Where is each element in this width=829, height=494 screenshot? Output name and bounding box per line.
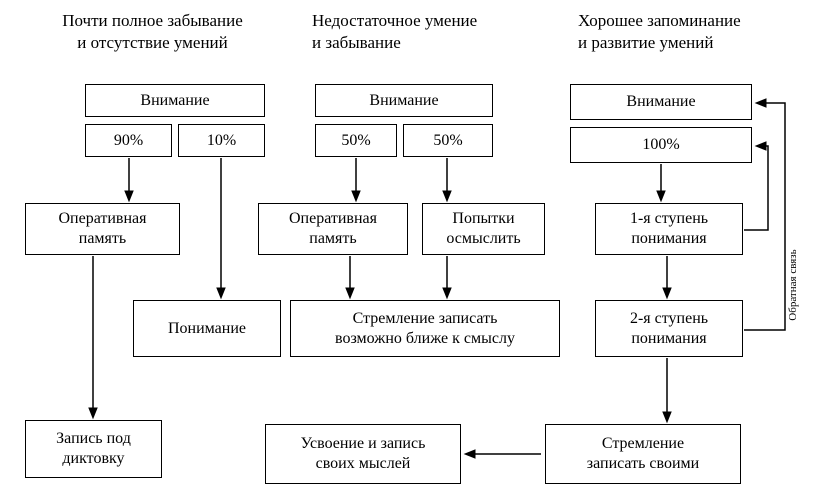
node-operative-memory-1: Оперативная память bbox=[25, 203, 180, 255]
node-attention-1: Внимание bbox=[85, 84, 265, 117]
node-attention-2: Внимание bbox=[315, 84, 493, 117]
node-percent-90: 90% bbox=[85, 124, 172, 157]
node-percent-100: 100% bbox=[570, 127, 752, 163]
node-attention-3: Внимание bbox=[570, 84, 752, 120]
node-operative-memory-2: Оперативная память bbox=[258, 203, 408, 255]
node-strive-record-meaning: Стремление записать возможно ближе к смы… bbox=[290, 300, 560, 357]
header-column-2: Недостаточное умение и забывание bbox=[312, 11, 478, 53]
node-attempts-comprehend: Попытки осмыслить bbox=[422, 203, 545, 255]
feedback-label: Обратная связь bbox=[787, 249, 799, 321]
node-stage-2-understanding: 2-я ступень понимания bbox=[595, 300, 743, 357]
node-percent-10: 10% bbox=[178, 124, 265, 157]
node-strive-record-own: Стремление записать своими bbox=[545, 424, 741, 484]
header-column-3: Хорошее запоминание и развитие умений bbox=[578, 11, 741, 53]
node-dictation: Запись под диктовку bbox=[25, 420, 162, 478]
node-assimilation: Усвоение и запись своих мыслей bbox=[265, 424, 461, 484]
node-understanding: Понимание bbox=[133, 300, 281, 357]
node-stage-1-understanding: 1-я ступень понимания bbox=[595, 203, 743, 255]
header-column-1: Почти полное забывание и отсутствие умен… bbox=[62, 11, 243, 53]
node-percent-50-right: 50% bbox=[403, 124, 493, 157]
node-percent-50-left: 50% bbox=[315, 124, 397, 157]
